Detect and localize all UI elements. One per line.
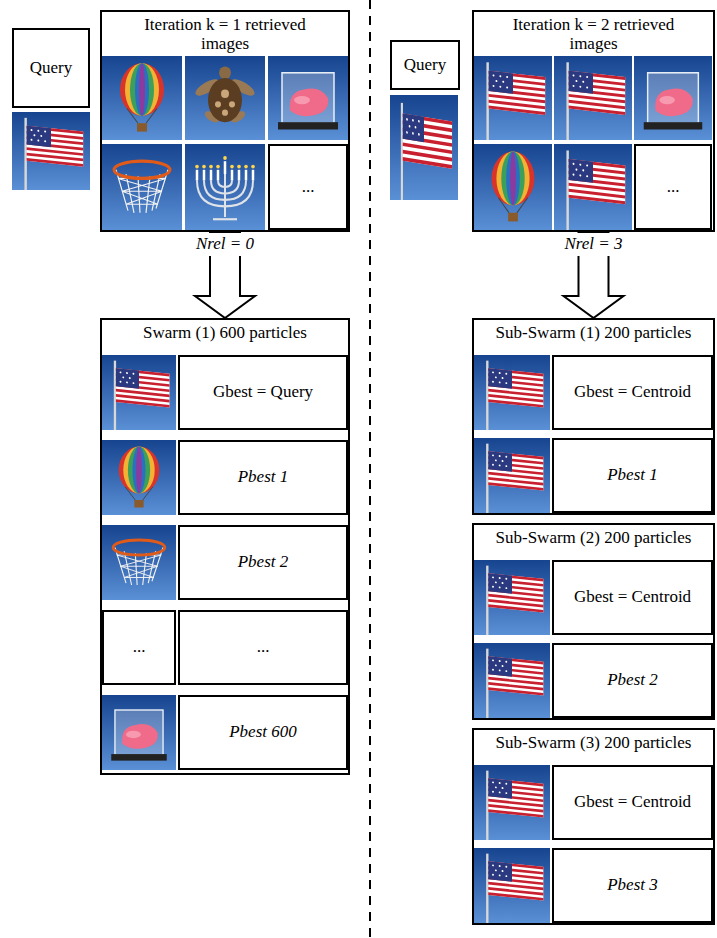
ellipsis-cell: ... — [634, 144, 712, 230]
particle-image — [102, 695, 176, 770]
retrieved-image — [102, 144, 182, 230]
box-label: Pbest 3 — [607, 876, 658, 895]
box-label: Pbest 600 — [229, 723, 297, 742]
pbest-box: Pbest 600 — [178, 695, 348, 770]
retrieved-image — [634, 56, 712, 140]
retrieved-image — [474, 56, 552, 140]
query-image — [12, 112, 90, 190]
pbest-box: Pbest 2 — [178, 525, 348, 600]
box-label: Gbest = Centroid — [574, 383, 691, 402]
pbest-box: Pbest 1 — [552, 438, 713, 513]
particle-image — [474, 848, 550, 923]
panel-heading: Sub-Swarm (3) 200 particles — [496, 734, 692, 753]
box-label: Pbest 1 — [607, 466, 658, 485]
retrieved-image — [185, 56, 265, 140]
pbest-box: Pbest 3 — [552, 848, 713, 923]
sub-swarm-panel: Sub-Swarm (1) 200 particlesGbest = Centr… — [472, 318, 715, 515]
box-label: ... — [302, 178, 315, 197]
gbest-box: Gbest = Centroid — [552, 765, 713, 840]
query-box: Query — [390, 40, 460, 90]
retrieved-image — [268, 56, 348, 140]
query-box: Query — [12, 28, 90, 108]
particle-image — [474, 560, 550, 635]
particle-image — [102, 525, 176, 600]
box-label: ... — [667, 178, 680, 197]
panel-heading: Sub-Swarm (1) 200 particles — [496, 324, 692, 343]
sub-swarm-panel: Sub-Swarm (2) 200 particlesGbest = Centr… — [472, 523, 715, 720]
particle-image — [474, 438, 550, 513]
box-label: Query — [30, 59, 72, 78]
panel-heading: Iteration k = 1 retrieved images — [143, 16, 308, 53]
ellipsis-cell: ... — [268, 144, 348, 230]
box-label: Gbest = Centroid — [574, 588, 691, 607]
retrieved-image — [102, 56, 182, 140]
sub-swarm-panel: Sub-Swarm (3) 200 particlesGbest = Centr… — [472, 728, 715, 925]
gbest-box: Gbest = Centroid — [552, 560, 713, 635]
pbest-box: Pbest 1 — [178, 440, 348, 515]
box-label: Gbest = Centroid — [574, 793, 691, 812]
ellipsis-box: ... — [178, 610, 348, 685]
ellipsis-cell: ... — [102, 610, 176, 685]
divider-line — [369, 0, 371, 938]
retrieved-image — [474, 144, 552, 230]
particle-image — [102, 355, 176, 430]
query-image — [390, 95, 458, 200]
pbest-box: Pbest 2 — [552, 643, 713, 718]
gbest-box: Gbest = Query — [178, 355, 348, 430]
retrieved-image — [554, 56, 632, 140]
edge-label: Nrel = 3 — [558, 233, 628, 256]
particle-image — [102, 440, 176, 515]
box-label: Pbest 2 — [607, 671, 658, 690]
panel-heading: Iteration k = 2 retrieved images — [511, 16, 676, 53]
retrieved-panel: Iteration k = 2 retrieved images... — [472, 10, 715, 232]
retrieved-panel: Iteration k = 1 retrieved images... — [100, 10, 350, 232]
swarm-panel: Swarm (1) 600 particlesGbest = QueryPbes… — [100, 318, 350, 775]
box-label: Pbest 1 — [238, 468, 289, 487]
retrieved-image — [185, 144, 265, 230]
gbest-box: Gbest = Centroid — [552, 355, 713, 430]
box-label: Query — [404, 56, 446, 75]
particle-image — [474, 355, 550, 430]
particle-image — [474, 643, 550, 718]
box-label: Pbest 2 — [238, 553, 289, 572]
panel-heading: Sub-Swarm (2) 200 particles — [496, 529, 692, 548]
box-label: ... — [257, 638, 270, 657]
particle-image — [474, 765, 550, 840]
box-label: Gbest = Query — [213, 383, 313, 402]
box-label: ... — [133, 638, 146, 657]
panel-heading: Swarm (1) 600 particles — [143, 324, 307, 343]
retrieved-image — [554, 144, 632, 230]
edge-label: Nrel = 0 — [190, 233, 260, 256]
